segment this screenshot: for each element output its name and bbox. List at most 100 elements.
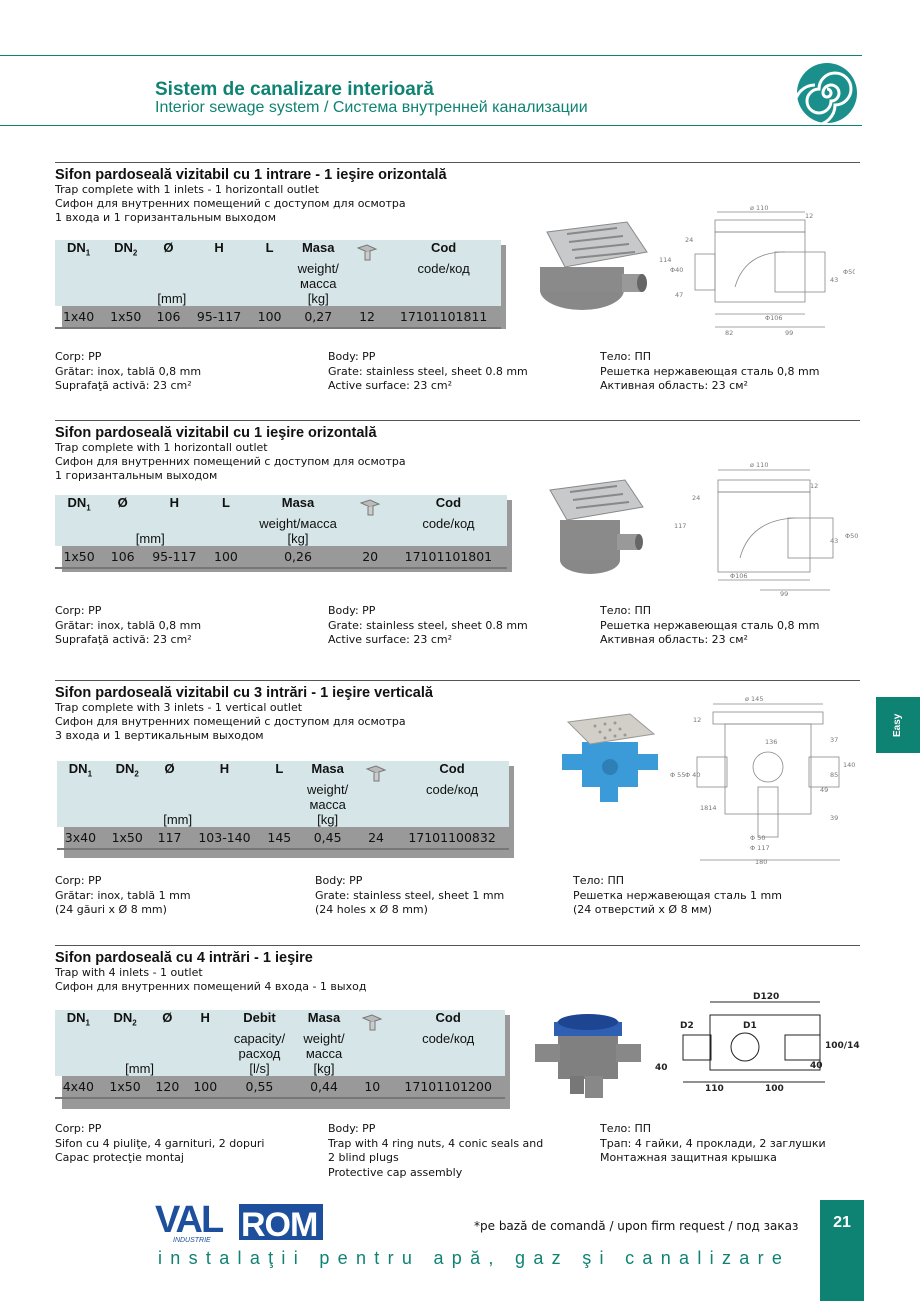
product-photo-1 [540, 221, 648, 310]
svg-text:Φ 50: Φ 50 [750, 834, 765, 842]
svg-text:24: 24 [685, 236, 693, 244]
svg-text:136: 136 [765, 738, 777, 746]
footer-tagline: instalaţii pentru apă, gaz şi canalizare [158, 1248, 791, 1268]
svg-text:100: 100 [765, 1084, 784, 1094]
svg-text:ø 145: ø 145 [745, 695, 763, 703]
section-rule [55, 162, 860, 163]
product-photo-4 [535, 1014, 641, 1098]
technical-drawing-3: ø 145 12 136 37 140 85 49 39 Φ 50 Φ 117 180 Φ … [670, 695, 855, 866]
svg-text:99: 99 [785, 329, 793, 337]
svg-text:Φ 55: Φ 55 [670, 771, 685, 779]
top-rule [0, 55, 862, 56]
svg-text:110: 110 [705, 1084, 724, 1094]
section-rule [55, 680, 860, 681]
section-rule [55, 945, 860, 946]
svg-text:40: 40 [655, 1063, 668, 1073]
section-desc-line: Сифон для внутренних помещений с доступо… [55, 197, 406, 210]
page-title: Sistem de canalizare interioară [155, 79, 434, 100]
svg-text:24: 24 [692, 494, 700, 502]
svg-text:43: 43 [830, 276, 838, 284]
section-desc-line: Trap complete with 1 horizontall outlet [55, 441, 268, 454]
section-desc-line: Сифон для внутренних помещений 4 входа -… [55, 980, 367, 993]
svg-text:Φ 40: Φ 40 [685, 771, 700, 779]
valrom-logo: VAL ROM INDUSTRIE [155, 1198, 325, 1247]
section-2: Sifon pardoseală vizitabil cu 1 ieşire o… [55, 420, 862, 483]
product-photo-2 [549, 479, 644, 574]
svg-text:180: 180 [755, 858, 767, 866]
grate-icon [361, 1014, 383, 1031]
section-title: Sifon pardoseală cu 4 intrări - 1 ieşire [55, 950, 313, 966]
svg-text:1814: 1814 [700, 804, 717, 812]
section-desc-line: Сифон для внутренних помещений с доступо… [55, 455, 406, 468]
svg-text:49: 49 [820, 786, 828, 794]
svg-text:12: 12 [805, 212, 813, 220]
svg-text:ø 110: ø 110 [750, 204, 768, 212]
svg-text:37: 37 [830, 736, 838, 744]
svg-text:114: 114 [659, 256, 671, 264]
section-title: Sifon pardoseală vizitabil cu 3 intrări … [55, 685, 433, 701]
svg-text:117: 117 [674, 522, 686, 530]
svg-text:12: 12 [810, 482, 818, 490]
section-rule [55, 420, 860, 421]
section-desc-line: 1 входа и 1 горизантальным выходом [55, 211, 276, 224]
svg-text:85: 85 [830, 771, 838, 779]
side-tab: Easy [876, 697, 920, 753]
grate-icon [359, 499, 381, 516]
svg-text:47: 47 [675, 291, 683, 299]
svg-text:100/145: 100/145 [825, 1041, 860, 1051]
svg-text:140: 140 [843, 761, 855, 769]
product-photo-3 [562, 713, 658, 802]
side-tab-label: Easy [892, 713, 903, 737]
spiral-logo-icon [793, 63, 857, 124]
svg-text:82: 82 [725, 329, 733, 337]
svg-text:INDUSTRIE: INDUSTRIE [173, 1237, 211, 1244]
svg-text:D2: D2 [680, 1021, 694, 1031]
section-1: Sifon pardoseală vizitabil cu 1 intrare … [55, 162, 862, 225]
page-number-box: 21 [820, 1200, 864, 1301]
section-title: Sifon pardoseală vizitabil cu 1 intrare … [55, 167, 447, 183]
section-desc-line: Сифон для внутренних помещений с доступо… [55, 715, 406, 728]
svg-text:D1: D1 [743, 1021, 757, 1031]
section-title: Sifon pardoseală vizitabil cu 1 ieşire o… [55, 425, 377, 441]
svg-text:40: 40 [810, 1061, 823, 1071]
section-3: Sifon pardoseală vizitabil cu 3 intrări … [55, 680, 862, 743]
section-desc-line: Trap complete with 1 inlets - 1 horizont… [55, 183, 319, 196]
svg-text:12: 12 [693, 716, 701, 724]
svg-text:Φ 117: Φ 117 [750, 844, 770, 852]
svg-text:ROM: ROM [241, 1206, 317, 1244]
grate-icon [365, 765, 387, 782]
section-desc-line: Trap complete with 3 inlets - 1 vertical… [55, 701, 303, 714]
svg-text:Φ50: Φ50 [845, 532, 858, 540]
section-desc-line: 3 входа и 1 вертикальным выходом [55, 729, 264, 742]
svg-text:43: 43 [830, 537, 838, 545]
footer-note: *pe bază de comandă / upon firm request … [474, 1219, 799, 1233]
section-4: Sifon pardoseală cu 4 intrări - 1 ieşire… [55, 945, 862, 994]
svg-text:39: 39 [830, 814, 838, 822]
svg-text:ø 110: ø 110 [750, 461, 768, 469]
section-desc-line: 1 горизантальным выходом [55, 469, 218, 482]
svg-text:Φ106: Φ106 [765, 314, 783, 322]
svg-text:Φ106: Φ106 [730, 572, 748, 580]
